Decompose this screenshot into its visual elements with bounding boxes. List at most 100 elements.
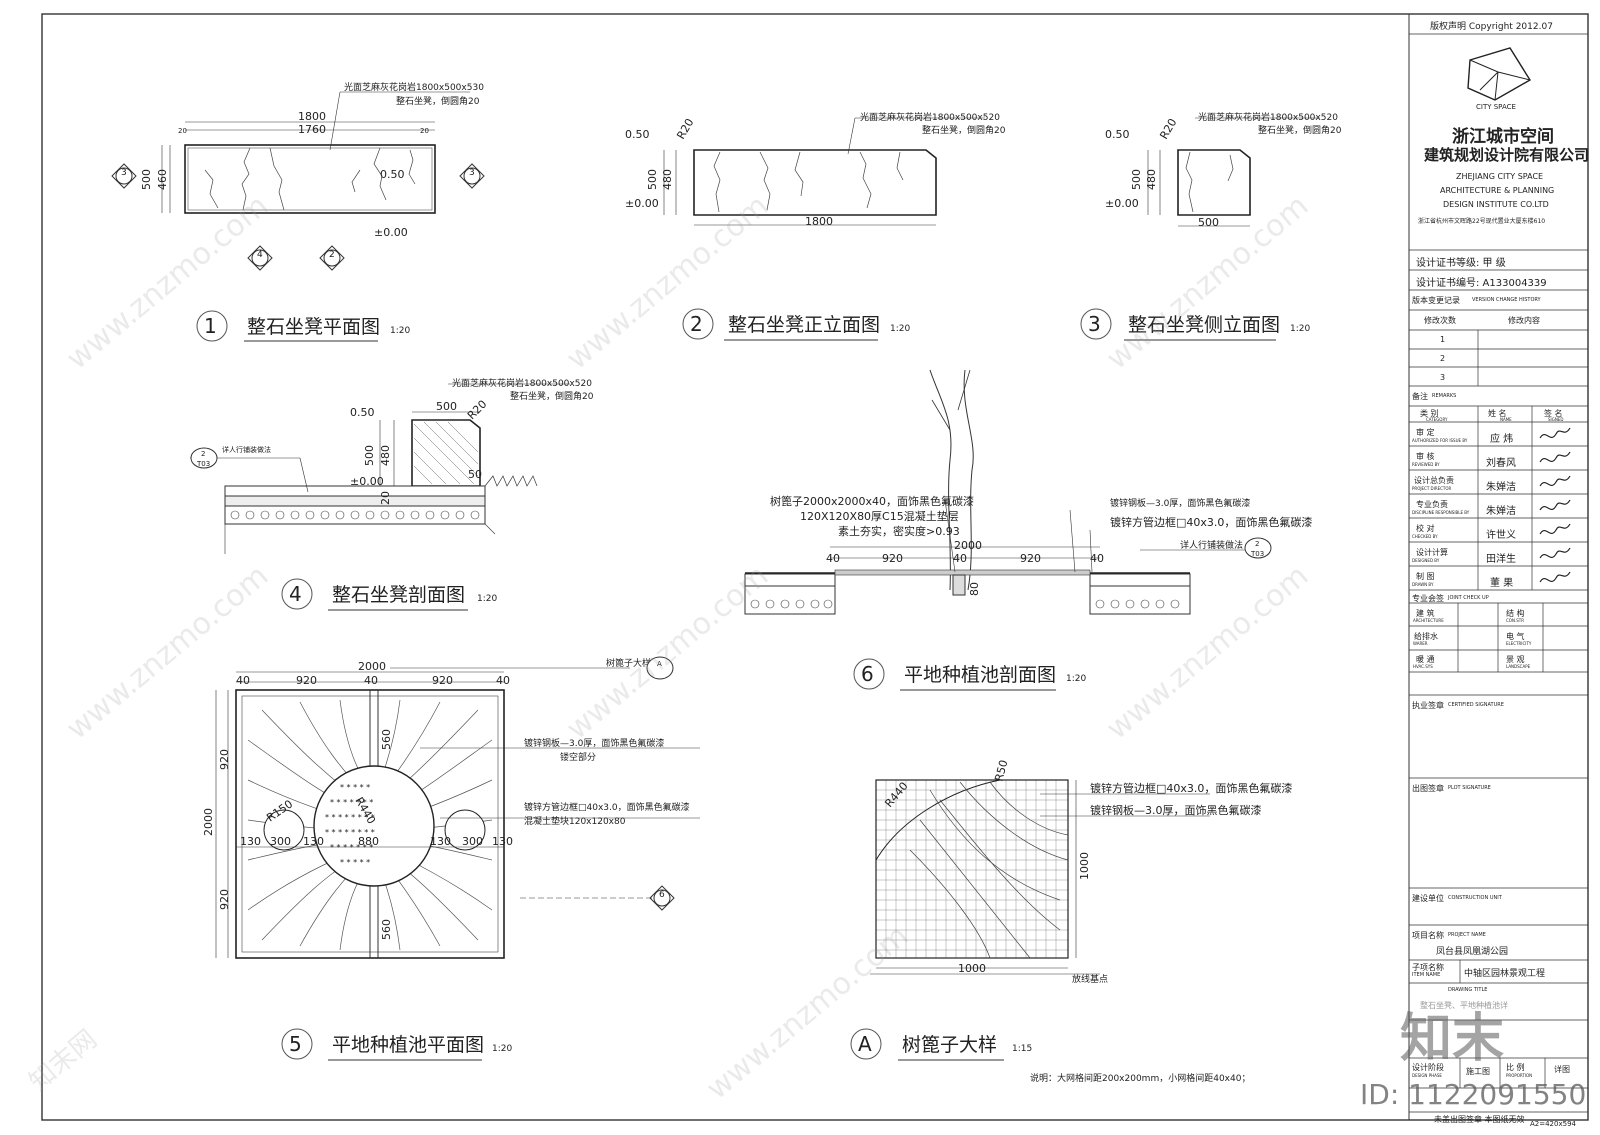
tree-opening — [313, 765, 435, 887]
company-logo — [1467, 47, 1531, 101]
dim-500-4: 500 — [436, 400, 457, 413]
detail-label: 详图 — [1554, 1065, 1570, 1074]
phase-en: DESIGN PHASE — [1412, 1073, 1442, 1078]
title-3: 整石坐凳侧立面图 — [1128, 314, 1280, 336]
paper-size: A2=420x594 — [1530, 1120, 1576, 1128]
role-7-name: 董 果 — [1490, 578, 1514, 589]
dim-2000-6: 2000 — [954, 539, 982, 552]
joint-a-1: 建 筑 — [1416, 609, 1435, 618]
label-plate-A: 镀锌钢板—3.0厚，面饰黑色氟碳漆 — [1090, 803, 1262, 817]
scale-label: 比 例 — [1506, 1063, 1525, 1072]
rev-col1: 修改次数 — [1424, 316, 1456, 325]
marker-4: 4 — [257, 250, 263, 260]
label-paving-4: 详人行铺装做法 — [222, 445, 271, 454]
role-5-name: 许世义 — [1486, 530, 1516, 541]
role-1: 审 定 — [1416, 428, 1435, 437]
dim-40-5b: 40 — [364, 674, 378, 687]
level-050-4: 0.50 — [350, 406, 375, 419]
ref-t03-4: T03 — [196, 460, 210, 468]
scale-6: 1:20 — [1066, 674, 1086, 684]
company-en-3: DESIGN INSTITUTE CO.LTD — [1443, 200, 1549, 209]
certified-en: CERTIFIED SIGNATURE — [1448, 702, 1504, 708]
drawing-1-plan: 1800 1760 20 20 500 460 0.50 ±0.00 光面芝麻灰… — [111, 81, 485, 342]
svg-text:* * * * *: * * * * * — [340, 783, 370, 792]
radius-r20-4: R20 — [465, 398, 489, 422]
dim-1800-2: 1800 — [805, 215, 833, 228]
dim-500-4v: 500 — [363, 445, 376, 466]
dim-460: 460 — [156, 169, 169, 190]
dim-560-5b: 560 — [380, 919, 393, 940]
construction-en: CONSTRUCTION UNIT — [1448, 895, 1502, 901]
project-name: 凤台县凤凰湖公园 — [1436, 947, 1509, 957]
plot: 出图签章 — [1412, 784, 1444, 793]
title-4: 整石坐凳剖面图 — [332, 584, 465, 606]
radius-r50-A: R50 — [992, 759, 1010, 783]
dim-40-6a: 40 — [826, 552, 840, 565]
company-en-1: ZHEJIANG CITY SPACE — [1456, 172, 1544, 181]
bench-outline — [184, 144, 436, 214]
label-frame-6: 镀锌方管边框□40x3.0，面饰黑色氟碳漆 — [1110, 515, 1312, 529]
title-6-number: 6 — [861, 662, 874, 686]
scale-A: 1:15 — [1012, 1044, 1032, 1054]
logo-text: CITY SPACE — [1476, 103, 1516, 111]
version-label: 版本变更记录 — [1412, 296, 1460, 305]
dim-500-3w: 500 — [1198, 216, 1219, 229]
label-soil-6: 素土夯实，密实度>0.93 — [838, 524, 960, 538]
label-stone-530: 光面芝麻灰花岗岩1800x500x530 — [344, 81, 484, 93]
watermark-id: ID: 1122091550 — [1360, 1078, 1587, 1111]
sign-header-2: 姓 名 — [1488, 409, 1507, 418]
dim-300-5b: 300 — [462, 835, 483, 848]
joint-a-2-en: WARER — [1413, 641, 1428, 646]
marker-3-right: 3 — [469, 168, 475, 178]
tree-opening-dots: * * * * ** * * * * * ** * * * * * * ** *… — [325, 783, 375, 867]
label-chamfer-4: 整石坐凳，倒圆角20 — [510, 390, 594, 402]
copyright: 版权声明 Copyright 2012.07 — [1430, 22, 1553, 32]
joint-b-1: 结 构 — [1506, 609, 1525, 618]
drawing-2-front-elevation: 1800 500 480 0.50 ±0.00 R20 光面芝麻灰花岗岩1800… — [625, 111, 1006, 341]
sign-header-3: 签 名 — [1544, 409, 1563, 418]
dim-20-right: 20 — [420, 127, 429, 135]
svg-text:* * * * * * * *: * * * * * * * * — [325, 828, 375, 837]
sign-header-en-1: CATEGORY — [1426, 417, 1448, 422]
svg-text:* * * * * * * *: * * * * * * * * — [325, 813, 375, 822]
rev-row-1: 1 — [1440, 335, 1446, 344]
label-hollow-5: 镂空部分 — [560, 751, 596, 763]
rev-row-3: 3 — [1440, 373, 1446, 382]
dim-480-3: 480 — [1145, 169, 1158, 190]
drawing-5-plan: * * * * ** * * * * * ** * * * * * * ** *… — [202, 656, 700, 1061]
dim-20-4: 20 — [379, 491, 392, 505]
role-2-en: REVIEWED BY — [1412, 462, 1440, 467]
joint-b-3: 景 观 — [1506, 655, 1525, 664]
subitem-name: 中轴区园林景观工程 — [1464, 969, 1546, 979]
role-6-en: DESIGNED BY — [1412, 558, 1440, 563]
cert-no: 设计证书编号: A133004339 — [1416, 278, 1547, 289]
role-2: 审 核 — [1416, 452, 1435, 461]
title-3-number: 3 — [1088, 312, 1101, 336]
label-plate-5: 镀锌钢板—3.0厚，面饰黑色氟碳漆 — [524, 737, 664, 749]
title-A: 树篦子大样 — [902, 1034, 997, 1056]
title-2-number: 2 — [690, 312, 703, 336]
marker-3-left: 3 — [121, 168, 127, 178]
dim-20-left: 20 — [178, 127, 187, 135]
joint-a-3-en: HVAC.SYS — [1413, 664, 1433, 669]
dim-50-4: 50 — [468, 468, 482, 481]
dim-920-5v1: 920 — [218, 749, 231, 770]
label-stone-520-3: 光面芝麻灰花岗岩1800x500x520 — [1198, 111, 1338, 123]
label-plate-6: 镀锌钢板—3.0厚，面饰黑色氟碳漆 — [1110, 497, 1250, 509]
dim-80-6: 80 — [968, 582, 981, 596]
marker-6: 6 — [659, 890, 665, 900]
ref-t03-6: T03 — [1250, 550, 1264, 558]
label-chamfer-3: 整石坐凳，倒圆角20 — [1258, 124, 1342, 136]
dim-920-5v2: 920 — [218, 889, 231, 910]
dim-480-2: 480 — [661, 169, 674, 190]
rev-col2: 修改内容 — [1508, 316, 1540, 325]
role-3-en: PROJECT DIRECTOR — [1412, 486, 1452, 491]
ref-2-4: 2 — [201, 450, 205, 458]
company-cn-2: 建筑规划设计院有限公司 — [1424, 146, 1590, 164]
label-grate-detail-5: 树篦子大样 — [606, 657, 651, 669]
title-5-number: 5 — [289, 1032, 302, 1056]
dim-500-2: 500 — [646, 169, 659, 190]
radius-r20-2: R20 — [674, 116, 696, 141]
joint-b-1-en: CON.STR — [1506, 618, 1524, 623]
dim-920-5b: 920 — [432, 674, 453, 687]
